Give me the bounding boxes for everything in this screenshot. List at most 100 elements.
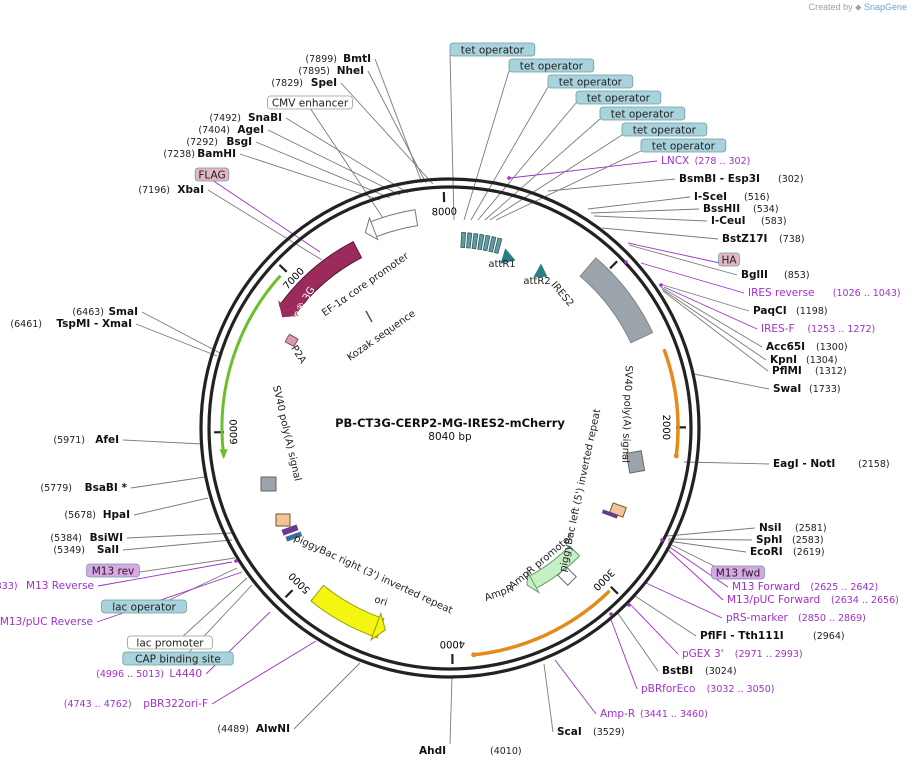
feature-ef-1-core-promoter-0-arrow xyxy=(364,216,379,241)
site-m13-rev-17[interactable]: M13 rev xyxy=(86,563,140,578)
site-m13-puc-reverse-20[interactable]: M13/pUC Reverse(5298 .. 5320) xyxy=(0,616,93,628)
site-m13-fwd-36[interactable]: M13 fwd xyxy=(711,565,765,580)
tet-operator-block-6[interactable] xyxy=(488,236,497,253)
site-ires-reverse-47[interactable]: IRES reverse(1026 .. 1043) xyxy=(748,287,901,299)
site-tet-operator-56[interactable]: tet operator xyxy=(449,42,536,57)
site-lac-operator-19[interactable]: lac operator xyxy=(101,599,187,614)
site-pbr322ori-f-24[interactable]: pBR322ori-F(4743 .. 4762) xyxy=(64,698,208,710)
site-l4440-23[interactable]: L4440(4996 .. 5013) xyxy=(96,668,202,680)
site-tet-operator-58[interactable]: tet operator xyxy=(547,74,634,89)
site-sali-16[interactable]: SalI(5349) xyxy=(53,544,119,556)
site-bamhi-7-name: BamHI xyxy=(197,148,236,160)
site-acc65i-44[interactable]: Acc65I(1300) xyxy=(766,341,848,353)
site-m13-reverse-18[interactable]: M13 Reverse(5317 .. 5333) xyxy=(0,580,94,592)
site-pflfi-tth111i-32[interactable]: PflFI - Tth111I(2964) xyxy=(700,630,845,642)
site-bmti-0[interactable]: BmtI(7899) xyxy=(305,53,371,65)
site-ires-f-45-name: IRES-F xyxy=(761,323,795,335)
tet-operator-block-3[interactable] xyxy=(471,233,479,250)
site-i-scei-53[interactable]: I-SceI(516) xyxy=(694,191,770,203)
site-bglii-48-line xyxy=(628,244,738,276)
site-bsabi-13[interactable]: BsaBI *(5779) xyxy=(40,482,127,494)
site-flag-8-label: FLAG xyxy=(198,170,225,182)
site-lncx-55[interactable]: LNCX(278 .. 302) xyxy=(661,155,750,167)
site-tet-operator-59-label: tet operator xyxy=(587,93,651,105)
site-ires-f-45[interactable]: IRES-F(1253 .. 1272) xyxy=(761,323,875,335)
feature-p2a-2[interactable] xyxy=(284,333,299,348)
tet-operator-block-1[interactable] xyxy=(460,231,467,249)
site-snabi-4[interactable]: SnaBI(7492) xyxy=(209,112,282,124)
site-paqci-46[interactable]: PaqCI(1198) xyxy=(753,305,828,317)
site-ahdi-26[interactable]: AhdI(4010) xyxy=(419,745,522,757)
site-m13-forward-35[interactable]: M13 Forward(2625 .. 2642) xyxy=(732,581,878,593)
site-swai-41[interactable]: SwaI(1733) xyxy=(773,383,841,395)
site-i-ceui-51[interactable]: I-CeuI(583) xyxy=(711,215,787,227)
site-lac-promoter-21[interactable]: lac promoter xyxy=(127,635,213,650)
site-pgex-3-31[interactable]: pGEX 3'(2971 .. 2993) xyxy=(682,648,803,660)
site-bamhi-7[interactable]: BamHI(7238) xyxy=(163,148,236,160)
site-sphi-38-line xyxy=(667,538,753,541)
site-pbrforeco-29-name: pBRforEco xyxy=(641,683,695,695)
site-afei-12[interactable]: AfeI(5971) xyxy=(53,434,119,446)
site-ecori-37[interactable]: EcoRI(2619) xyxy=(750,546,825,558)
tet-operator-block-2[interactable] xyxy=(466,232,473,249)
feature-attr1-9[interactable] xyxy=(500,248,516,264)
site-smai-10[interactable]: SmaI(6463) xyxy=(72,306,138,318)
site-bsshii-52[interactable]: BssHII(534) xyxy=(703,203,779,215)
site-amp-r-28-name: Amp-R xyxy=(600,708,635,720)
tet-operator-block-7[interactable] xyxy=(493,237,503,254)
site-bstbi-30[interactable]: BstBI(3024) xyxy=(662,665,737,677)
primer-mark-5 xyxy=(627,603,631,607)
site-amp-r-28-line xyxy=(554,659,597,715)
site-agei-5[interactable]: AgeI(7404) xyxy=(198,124,264,136)
site-pbrforeco-29[interactable]: pBRforEco(3032 .. 3050) xyxy=(641,683,774,695)
site-pflmi-42-name: PflMI xyxy=(772,365,802,377)
site-eagi-noti-40[interactable]: EagI - NotI(2158) xyxy=(773,458,890,470)
feature-sv40-poly-a-signal-3[interactable] xyxy=(220,274,282,456)
feature-tet-on-3g-1[interactable] xyxy=(278,240,363,317)
site-afei-12-line xyxy=(122,439,203,445)
feature-ef-1-core-promoter-0[interactable] xyxy=(367,209,419,239)
tet-operator-block-4[interactable] xyxy=(477,233,485,251)
site-ha-49[interactable]: HA xyxy=(718,252,740,267)
site-tspmi-xmai-11[interactable]: TspMI - XmaI(6461) xyxy=(10,318,132,330)
site-spei-2[interactable]: SpeI(7829) xyxy=(271,77,337,89)
site-tet-operator-61[interactable]: tet operator xyxy=(621,122,708,137)
site-bsmbi-esp3i-54[interactable]: BsmBI - Esp3I(302) xyxy=(679,173,804,185)
site-bglii-48[interactable]: BglII(853) xyxy=(741,269,810,281)
site-hpai-14[interactable]: HpaI(5678) xyxy=(64,509,130,521)
site-bsiwi-15-name: BsiWI xyxy=(90,532,123,544)
feature-ires2-4[interactable] xyxy=(579,257,654,344)
site-tet-operator-62[interactable]: tet operator xyxy=(640,138,727,153)
site-alwni-25[interactable]: AlwNI(4489) xyxy=(217,723,290,735)
feature-sv40-poly-a-signal-5[interactable] xyxy=(662,348,680,458)
site-nsii-39[interactable]: NsiI(2581) xyxy=(759,522,827,534)
site-ahdi-26-pos: (4010) xyxy=(490,746,522,757)
site-pflmi-42[interactable]: PflMI(1312) xyxy=(772,365,847,377)
site-tet-operator-59[interactable]: tet operator xyxy=(575,90,662,105)
site-nhei-1[interactable]: NheI(7895) xyxy=(298,65,364,77)
feature-ampr-6[interactable] xyxy=(471,590,611,657)
site-sphi-38[interactable]: SphI(2583) xyxy=(756,534,824,546)
site-cmv-enhancer-3[interactable]: CMV enhancer xyxy=(267,95,353,110)
site-kpni-43[interactable]: KpnI(1304) xyxy=(770,354,838,366)
tet-operator-block-5[interactable] xyxy=(482,234,491,252)
feature-ori-8[interactable] xyxy=(310,584,385,639)
site-tet-operator-60[interactable]: tet operator xyxy=(599,106,686,121)
site-lncx-55-pos: (278 .. 302) xyxy=(695,156,751,167)
tick-1000 xyxy=(609,260,618,270)
site-bsshii-52-pos: (534) xyxy=(753,204,779,215)
site-bstz17i-50[interactable]: BstZ17I(738) xyxy=(722,233,805,245)
site-flag-8[interactable]: FLAG xyxy=(194,167,230,182)
site-bsgi-6[interactable]: BsgI(7292) xyxy=(186,136,252,148)
site-tet-operator-57[interactable]: tet operator xyxy=(508,58,595,73)
site-scai-27[interactable]: ScaI(3529) xyxy=(557,726,625,738)
site-m13-puc-forward-34[interactable]: M13/pUC Forward(2634 .. 2656) xyxy=(727,594,899,606)
feature-attr2-10[interactable] xyxy=(533,263,548,278)
site-bsiwi-15[interactable]: BsiWI(5384) xyxy=(50,532,123,544)
site-tet-operator-59-line xyxy=(477,102,577,221)
site-amp-r-28[interactable]: Amp-R(3441 .. 3460) xyxy=(600,708,708,720)
site-prs-marker-33[interactable]: pRS-marker(2850 .. 2869) xyxy=(726,612,866,624)
site-xbai-9[interactable]: XbaI(7196) xyxy=(138,184,204,196)
site-cap-binding-site-22[interactable]: CAP binding site xyxy=(122,651,234,666)
